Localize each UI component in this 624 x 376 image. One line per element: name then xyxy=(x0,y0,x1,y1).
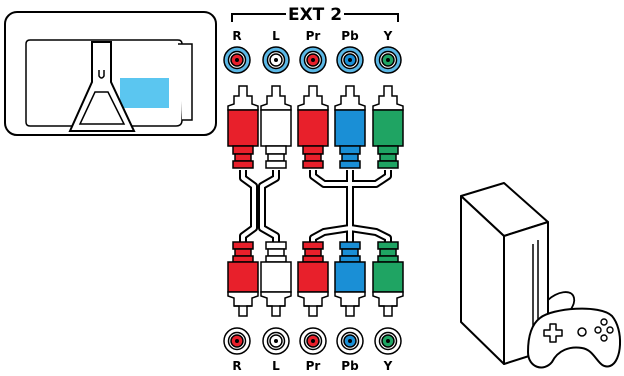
bottom-jack-pr xyxy=(299,327,327,355)
top-jack-l xyxy=(262,46,290,74)
top-jack-r xyxy=(223,46,251,74)
top-jack-y xyxy=(374,46,402,74)
top-label-pb: Pb xyxy=(341,29,359,43)
bottom-jack-y xyxy=(374,327,402,355)
top-jacks xyxy=(223,46,402,74)
top-jack-labels: R L Pr Pb Y xyxy=(232,29,392,43)
top-label-r: R xyxy=(232,29,241,43)
top-plug-r xyxy=(227,85,259,169)
bottom-plugs xyxy=(227,241,404,317)
tv-panel xyxy=(120,78,169,108)
bottom-label-pr: Pr xyxy=(306,359,321,373)
gamepad-icon xyxy=(527,291,621,369)
bottom-label-pb: Pb xyxy=(341,359,359,373)
bottom-label-r: R xyxy=(232,359,241,373)
top-label-y: Y xyxy=(383,29,393,43)
bottom-plug-r xyxy=(227,241,259,317)
bottom-plug-l xyxy=(260,241,292,317)
tv-back-icon xyxy=(4,11,217,136)
bottom-jack-r xyxy=(223,327,251,355)
ext-title: EXT 2 xyxy=(288,5,342,25)
bottom-label-l: L xyxy=(272,359,280,373)
top-plug-l xyxy=(260,85,292,169)
bottom-plug-y xyxy=(372,241,404,317)
bottom-plug-pb xyxy=(334,241,366,317)
top-label-l: L xyxy=(272,29,280,43)
ext-bracket xyxy=(231,13,399,22)
top-label-pr: Pr xyxy=(306,29,321,43)
bottom-jack-labels: R L Pr Pb Y xyxy=(232,359,392,373)
top-plug-pr xyxy=(297,85,329,169)
bottom-jack-l xyxy=(262,327,290,355)
top-jack-pr xyxy=(299,46,327,74)
cable-wires xyxy=(239,170,392,243)
top-plug-y xyxy=(372,85,404,169)
top-jack-pb xyxy=(336,46,364,74)
bottom-plug-pr xyxy=(297,241,329,317)
bottom-jacks xyxy=(223,327,402,355)
bottom-jack-pb xyxy=(336,327,364,355)
top-plugs xyxy=(227,85,404,169)
bottom-label-y: Y xyxy=(383,359,393,373)
top-plug-pb xyxy=(334,85,366,169)
